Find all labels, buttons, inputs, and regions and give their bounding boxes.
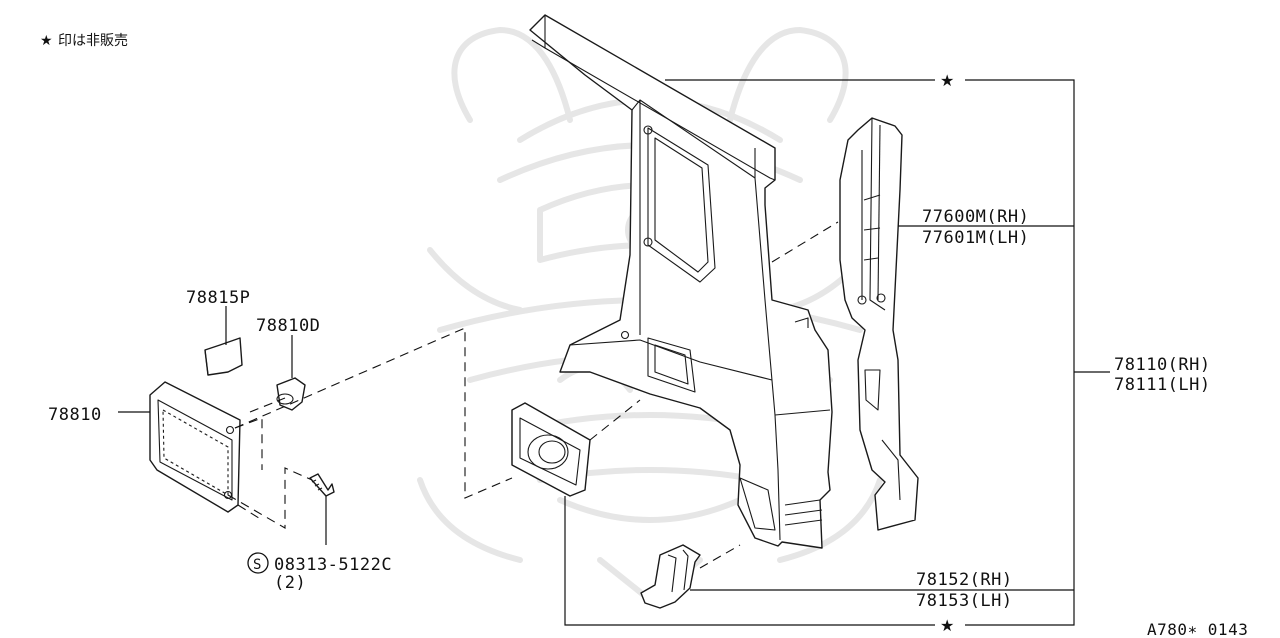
label-77600M: 77600M(RH): [922, 207, 1029, 227]
label-screw-quantity: (2): [274, 573, 306, 593]
label-78110: 78110(RH): [1114, 355, 1211, 375]
callout-labels: 78815P 78810D 78810 S 08313-5122C (2) 77…: [48, 71, 1248, 638]
pillar-reinforcement-77600M: [839, 117, 919, 531]
label-78111: 78111(LH): [1114, 375, 1211, 395]
legend-note: 印は非販売: [58, 33, 128, 49]
star-bottom-icon: ★: [940, 616, 954, 635]
fuel-lid-78810: [149, 381, 241, 513]
leader-lines: [118, 79, 1110, 626]
service-part-symbol: S: [253, 557, 262, 573]
service-part-symbol-icon: [247, 552, 269, 574]
assembly-dashed-lines: [227, 221, 839, 569]
legend: ★ 印は非販売: [40, 33, 128, 49]
label-78153: 78153(LH): [916, 591, 1013, 611]
rear-quarter-panel: [529, 14, 833, 549]
star-top-icon: ★: [940, 71, 954, 90]
label-78810: 78810: [48, 405, 102, 425]
spring-78815P: [204, 337, 243, 376]
bracket-78152: [640, 544, 701, 609]
bumper-rubber-78810D: [276, 377, 306, 411]
fuel-filler-pocket: [511, 402, 591, 497]
label-78152: 78152(RH): [916, 570, 1013, 590]
screw-08313-5122C: [309, 473, 335, 497]
label-08313-5122C: 08313-5122C: [274, 555, 392, 575]
label-78815P: 78815P: [186, 288, 250, 308]
label-77601M: 77601M(LH): [922, 228, 1029, 248]
diagram-reference-number: A780∗ 0143: [1147, 620, 1248, 638]
label-78810D: 78810D: [256, 316, 320, 336]
legend-star-icon: ★: [40, 33, 53, 49]
